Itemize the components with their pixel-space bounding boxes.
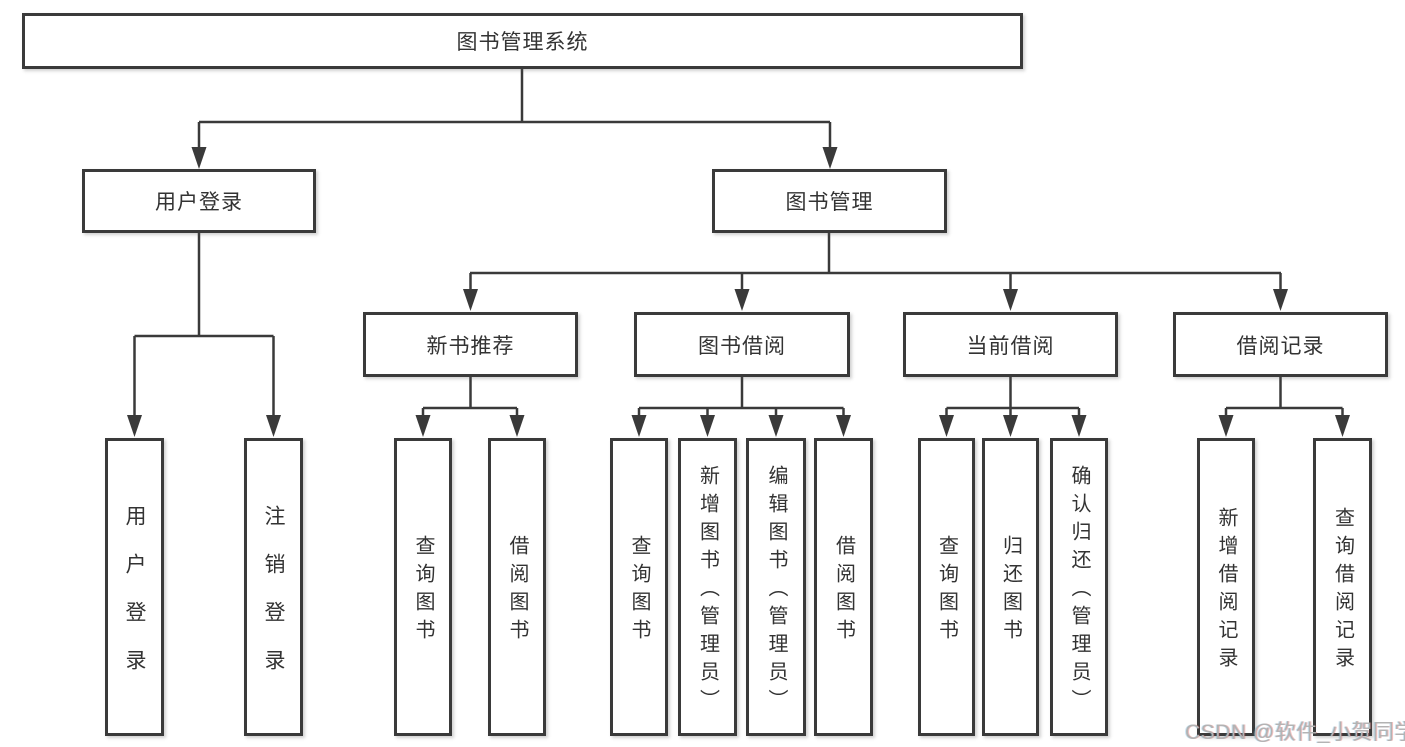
- leaf-add-books-admin: 新增图书（管理员）: [678, 438, 737, 736]
- leaf-confirm-return-admin-label: 确认归还（管理员）: [1068, 465, 1090, 717]
- csdn-watermark: CSDN @软件_小贺同学: [1185, 721, 1405, 744]
- leaf-query-books-3: 查询图书: [918, 438, 975, 736]
- node-user-login: 用户登录: [82, 169, 316, 233]
- node-borrowing-records: 借阅记录: [1173, 312, 1388, 377]
- leaf-add-borrow-record: 新增借阅记录: [1197, 438, 1255, 736]
- node-new-book-recommend: 新书推荐: [363, 312, 578, 377]
- leaf-borrow-books-1-label: 借阅图书: [506, 535, 528, 647]
- node-current-borrowing: 当前借阅: [903, 312, 1118, 377]
- node-borrowing-records-label: 借阅记录: [1236, 334, 1325, 358]
- leaf-query-borrow-record-label: 查询借阅记录: [1331, 507, 1354, 675]
- leaf-user-login-label: 用户登录: [123, 504, 146, 697]
- leaf-query-books-3-label: 查询图书: [935, 535, 958, 647]
- node-new-book-recommend-label: 新书推荐: [426, 334, 515, 358]
- leaf-return-books: 归还图书: [982, 438, 1039, 736]
- arrowheads: [127, 147, 1350, 437]
- leaf-add-borrow-record-label: 新增借阅记录: [1215, 507, 1237, 675]
- node-root-label: 图书管理系统: [456, 31, 589, 54]
- leaf-add-books-admin-label: 新增图书（管理员）: [696, 465, 719, 717]
- leaf-borrow-books-2-label: 借阅图书: [832, 535, 855, 647]
- node-book-management: 图书管理: [712, 169, 947, 233]
- leaf-borrow-books-1: 借阅图书: [488, 438, 546, 736]
- leaf-logout: 注销登录: [244, 438, 303, 736]
- node-root: 图书管理系统: [22, 13, 1023, 69]
- node-book-management-label: 图书管理: [785, 191, 874, 214]
- leaf-confirm-return-admin: 确认归还（管理员）: [1050, 438, 1108, 736]
- node-book-borrowing: 图书借阅: [634, 312, 850, 377]
- leaf-logout-label: 注销登录: [262, 504, 285, 697]
- leaf-query-books-1: 查询图书: [394, 438, 452, 736]
- leaf-user-login: 用户登录: [105, 438, 164, 736]
- leaf-query-books-2-label: 查询图书: [628, 535, 650, 647]
- leaf-edit-books-admin-label: 编辑图书（管理员）: [765, 465, 787, 717]
- leaf-query-books-1-label: 查询图书: [412, 535, 434, 647]
- leaf-borrow-books-2: 借阅图书: [814, 438, 873, 736]
- node-book-borrowing-label: 图书借阅: [698, 334, 786, 358]
- node-current-borrowing-label: 当前借阅: [966, 334, 1055, 358]
- leaf-return-books-label: 归还图书: [999, 535, 1022, 647]
- node-user-login-label: 用户登录: [155, 191, 243, 214]
- leaf-query-borrow-record: 查询借阅记录: [1313, 438, 1372, 736]
- leaf-edit-books-admin: 编辑图书（管理员）: [746, 438, 806, 736]
- leaf-query-books-2: 查询图书: [610, 438, 668, 736]
